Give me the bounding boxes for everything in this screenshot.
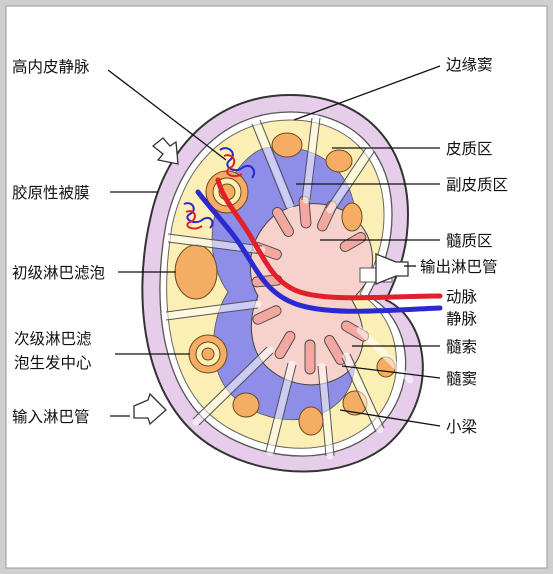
- trabeculae: [162, 114, 414, 460]
- label-primary-follicle: 初级淋巴滤泡: [12, 264, 105, 282]
- afferent-arrow-top: [151, 137, 179, 165]
- label-vein: 静脉: [446, 310, 478, 328]
- label-secondary-line2: 泡生发中心: [14, 354, 92, 372]
- label-efferent: 输出淋巴管: [420, 258, 498, 276]
- leader-lines: [107, 65, 441, 427]
- hev-tangle: [183, 147, 256, 230]
- label-secondary-line1: 次级淋巴滤: [14, 330, 92, 348]
- label-medullary-sinus: 髓窦: [446, 370, 477, 388]
- label-artery: 动脉: [446, 288, 478, 306]
- medullary-cords: [251, 195, 370, 375]
- efferent-arrow: [375, 253, 409, 285]
- artery-vessel: [215, 177, 443, 301]
- label-medulla: 髓质区: [446, 232, 493, 250]
- vein-vessel: [195, 189, 443, 314]
- label-trabecula: 小梁: [446, 418, 477, 436]
- label-capsule: 胶原性被膜: [12, 184, 90, 202]
- label-paracortex: 副皮质区: [446, 176, 508, 194]
- label-medullary-cord: 髓索: [446, 338, 477, 356]
- label-marginal-sinus: 边缘窦: [446, 56, 493, 74]
- label-hev: 高内皮静脉: [12, 58, 90, 76]
- label-cortex: 皮质区: [446, 140, 493, 158]
- label-afferent: 输入淋巴管: [12, 408, 90, 426]
- afferent-arrow-bottom: [133, 392, 167, 426]
